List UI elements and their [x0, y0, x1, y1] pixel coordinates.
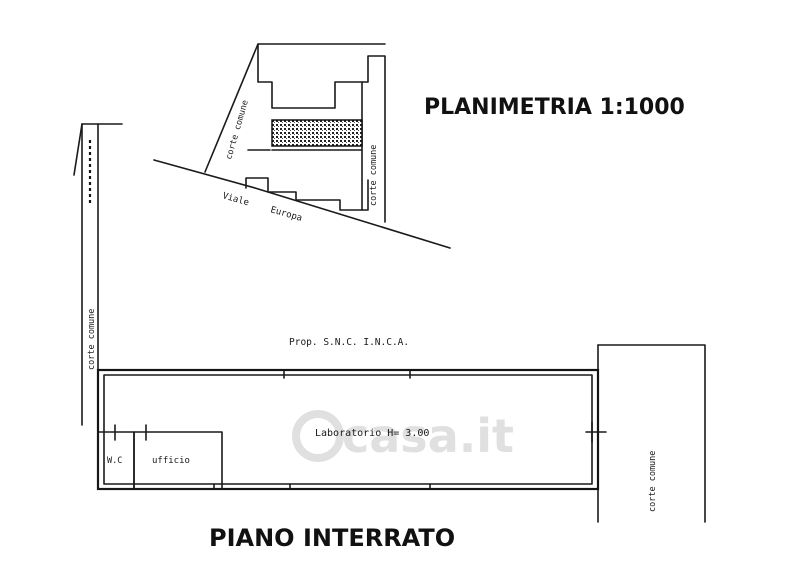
watermark-text: casa.it — [342, 409, 514, 463]
site-plan: corte comune corte comune Viale Europa — [153, 43, 451, 249]
strip-diagonal — [73, 123, 83, 176]
right-courtyard-strip: corte comune — [597, 344, 706, 523]
label-corte-comune-2: corte comune — [369, 145, 379, 206]
label-wc: W.C — [107, 456, 122, 466]
label-europa: Europa — [269, 205, 303, 224]
label-corte-comune-right: corte comune — [648, 451, 658, 512]
label-laboratorio: Laboratorio H= 3.00 — [315, 428, 429, 439]
building-outer-wall — [96, 368, 600, 491]
title-piano-interrato: PIANO INTERRATO — [209, 524, 455, 552]
label-corte-comune-1: corte comune — [224, 99, 251, 161]
building-bottom — [245, 177, 369, 211]
hatched-property — [271, 119, 363, 147]
building-outline — [257, 43, 386, 223]
label-prop: Prop. S.N.C. I.N.C.A. — [289, 337, 409, 348]
watermark: casa.it — [292, 409, 514, 463]
label-corte-comune-left: corte comune — [87, 309, 97, 370]
watermark-logo-icon — [292, 410, 344, 462]
road-edge — [153, 159, 451, 249]
label-ufficio: ufficio — [152, 456, 190, 466]
room-ufficio — [133, 431, 223, 490]
title-planimetria: PLANIMETRIA 1:1000 — [424, 95, 685, 120]
basement-plan: Prop. S.N.C. I.N.C.A. W.C ufficio Labora… — [96, 337, 607, 491]
right-strip-outline — [597, 344, 706, 523]
label-viale: Viale — [221, 191, 250, 208]
